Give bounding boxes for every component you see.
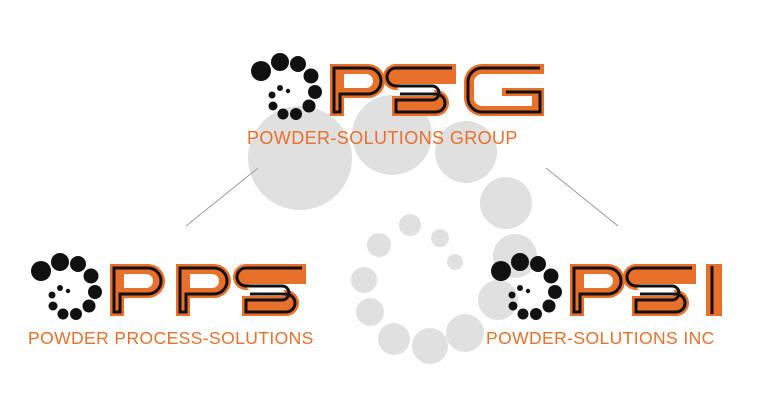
psg-tagline: POWDER-SOLUTIONS GROUP <box>247 128 518 148</box>
psi-logo <box>484 244 754 328</box>
psg-logo-mark <box>251 53 544 120</box>
pps-letters <box>110 264 306 316</box>
psg-letters <box>330 64 544 116</box>
pps-tagline: POWDER PROCESS-SOLUTIONS <box>28 328 314 348</box>
psi-logo-mark <box>491 253 722 320</box>
pps-logo-mark <box>31 253 306 320</box>
psi-letters <box>570 264 722 316</box>
pps-logo <box>24 244 354 328</box>
dot-spiral-icon <box>31 253 102 320</box>
dot-spiral-icon <box>251 53 322 120</box>
psi-tagline: POWDER-SOLUTIONS INC <box>486 328 715 348</box>
connector-left <box>185 167 259 227</box>
connector-right <box>545 167 619 227</box>
psg-logo <box>244 44 574 128</box>
dot-spiral-icon <box>491 253 562 320</box>
